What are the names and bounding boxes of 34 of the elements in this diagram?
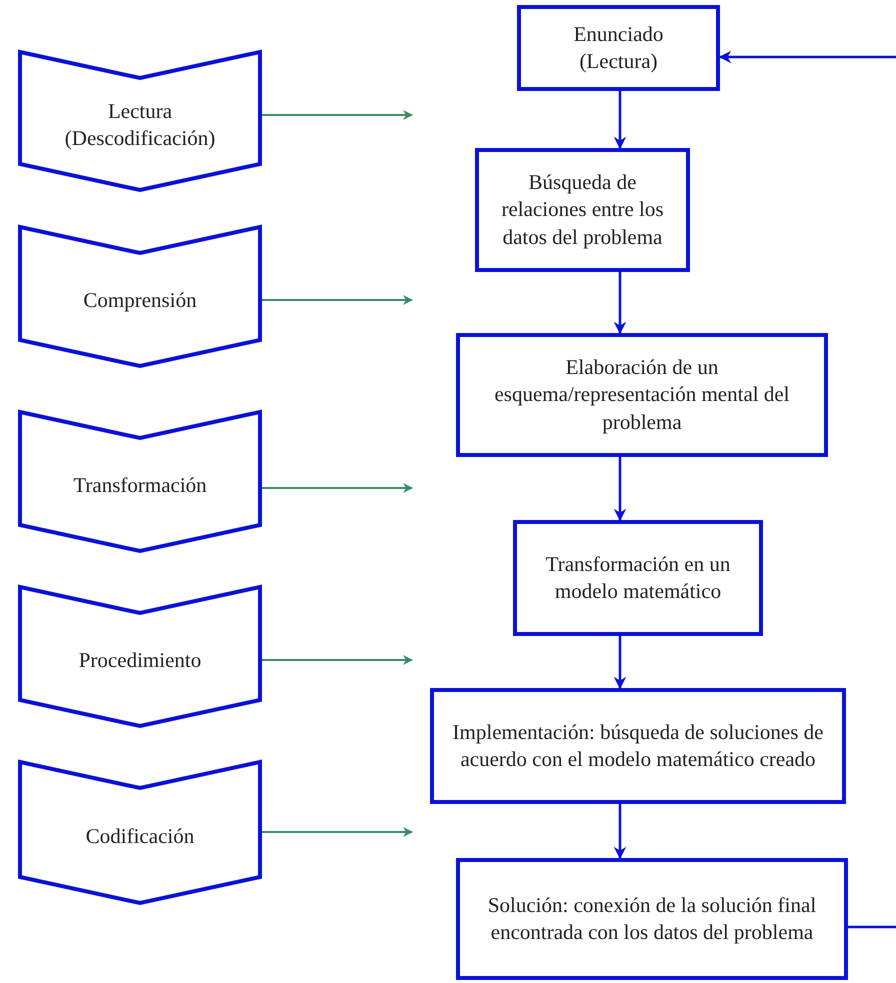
connector-line <box>848 926 896 928</box>
process-box <box>475 148 690 272</box>
step-label: Comprensión <box>83 286 197 314</box>
step-label: Codificación <box>86 822 194 850</box>
step-label: Lectura (Descodificación) <box>64 98 216 152</box>
arrow <box>262 110 413 120</box>
process-box <box>513 520 763 636</box>
arrow <box>262 655 413 665</box>
process-box <box>430 688 846 804</box>
arrow <box>614 272 626 334</box>
arrow <box>262 295 413 305</box>
arrow <box>262 827 413 837</box>
process-box <box>456 333 828 457</box>
chevron-step <box>18 225 262 368</box>
process-box <box>517 5 720 91</box>
step-label: Solución: conexión de la solución final encontrada con los datos del problema <box>486 892 818 946</box>
process-box <box>456 858 848 980</box>
step-label: Procedimiento <box>78 646 202 674</box>
step-label: Elaboración de un esquema/representación mental del problema <box>493 354 791 436</box>
arrow <box>262 483 413 493</box>
arrow <box>614 636 626 690</box>
arrow <box>614 457 626 522</box>
step-label: Transformación <box>73 472 207 499</box>
chevron-step <box>18 585 262 728</box>
chevron-step <box>18 760 262 905</box>
step-label: Transformación en un modelo matemático <box>544 550 732 605</box>
step-label: Enunciado (Lectura) <box>572 20 664 75</box>
step-label: Búsqueda de relaciones entre los datos del problema <box>500 169 665 251</box>
chevron-step <box>18 50 262 192</box>
arrow <box>614 91 626 150</box>
chevron-step <box>18 410 262 553</box>
arrow <box>718 50 896 64</box>
arrow <box>614 804 626 860</box>
step-label: Implementación: búsqueda de soluciones de acuerdo con el modelo matemático creado <box>452 718 824 773</box>
